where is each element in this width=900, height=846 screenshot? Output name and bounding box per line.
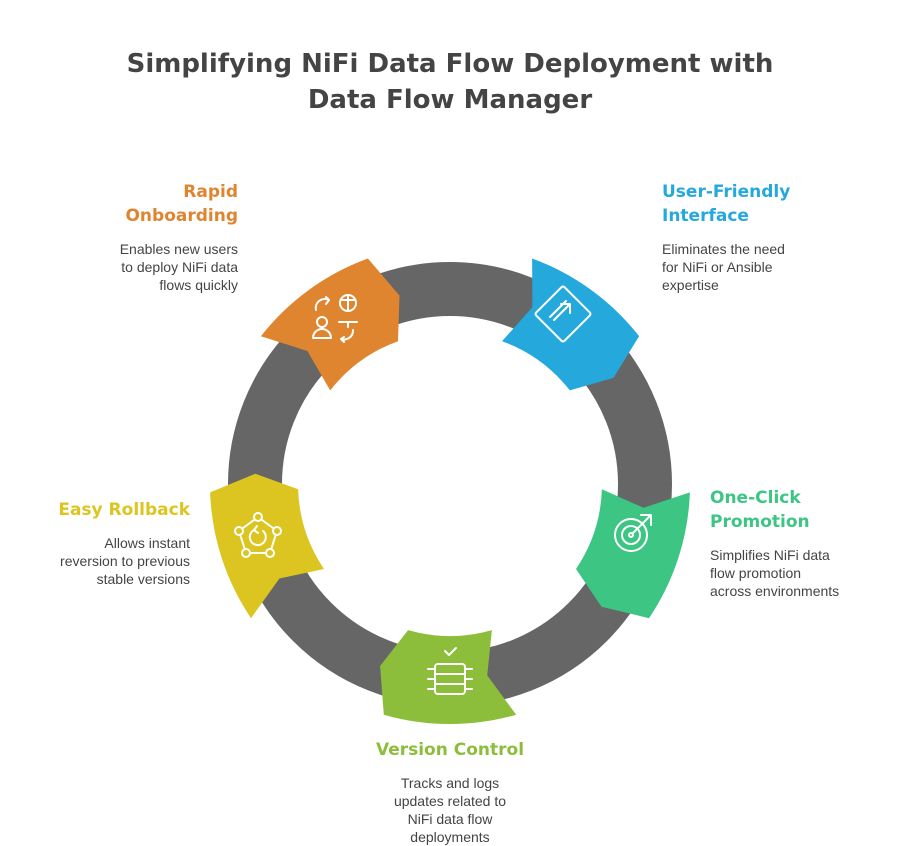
- page-title: Simplifying NiFi Data Flow Deployment wi…: [100, 46, 800, 118]
- step-label-user-friendly: User-Friendly Interface Eliminates the n…: [662, 180, 862, 294]
- target-arrow-icon: [614, 514, 652, 552]
- title-line-1: Simplifying NiFi Data Flow Deployment wi…: [126, 49, 774, 79]
- rollback-network-icon: [234, 512, 282, 558]
- step-tab-2: [576, 489, 690, 619]
- step-label-version-control: Version Control Tracks and logs updates …: [340, 738, 560, 846]
- step-heading: Version Control: [375, 740, 525, 760]
- versioned-server-icon: [427, 647, 473, 695]
- step-tabs: [210, 258, 690, 725]
- step-label-rapid-onboarding: Rapid Onboarding Enables new users to de…: [58, 180, 238, 294]
- step-description: Eliminates the need for NiFi or Ansible …: [662, 241, 785, 293]
- step-tab-1: [502, 258, 640, 391]
- step-description: Simplifies NiFi data flow promotion acro…: [710, 547, 840, 599]
- step-label-one-click: One-Click Promotion Simplifies NiFi data…: [710, 486, 895, 600]
- step-tab-4: [210, 473, 324, 619]
- step-description: Allows instant reversion to previous sta…: [60, 535, 190, 587]
- step-tab-5: [260, 258, 400, 391]
- step-label-easy-rollback: Easy Rollback Allows instant reversion t…: [20, 498, 190, 588]
- step-heading: One-Click Promotion: [710, 488, 810, 532]
- step-tab-3: [380, 630, 517, 725]
- step-description: Enables new users to deploy NiFi data fl…: [119, 241, 238, 293]
- step-heading: Easy Rollback: [58, 500, 190, 520]
- pointer-cursor-icon: [534, 285, 592, 343]
- title-line-2: Data Flow Manager: [307, 85, 593, 115]
- step-heading: User-Friendly Interface: [662, 182, 791, 226]
- user-onboarding-icon: [312, 294, 358, 343]
- step-heading: Rapid Onboarding: [125, 182, 238, 226]
- step-description: Tracks and logs updates related to NiFi …: [393, 775, 507, 845]
- step-icons: [234, 285, 652, 695]
